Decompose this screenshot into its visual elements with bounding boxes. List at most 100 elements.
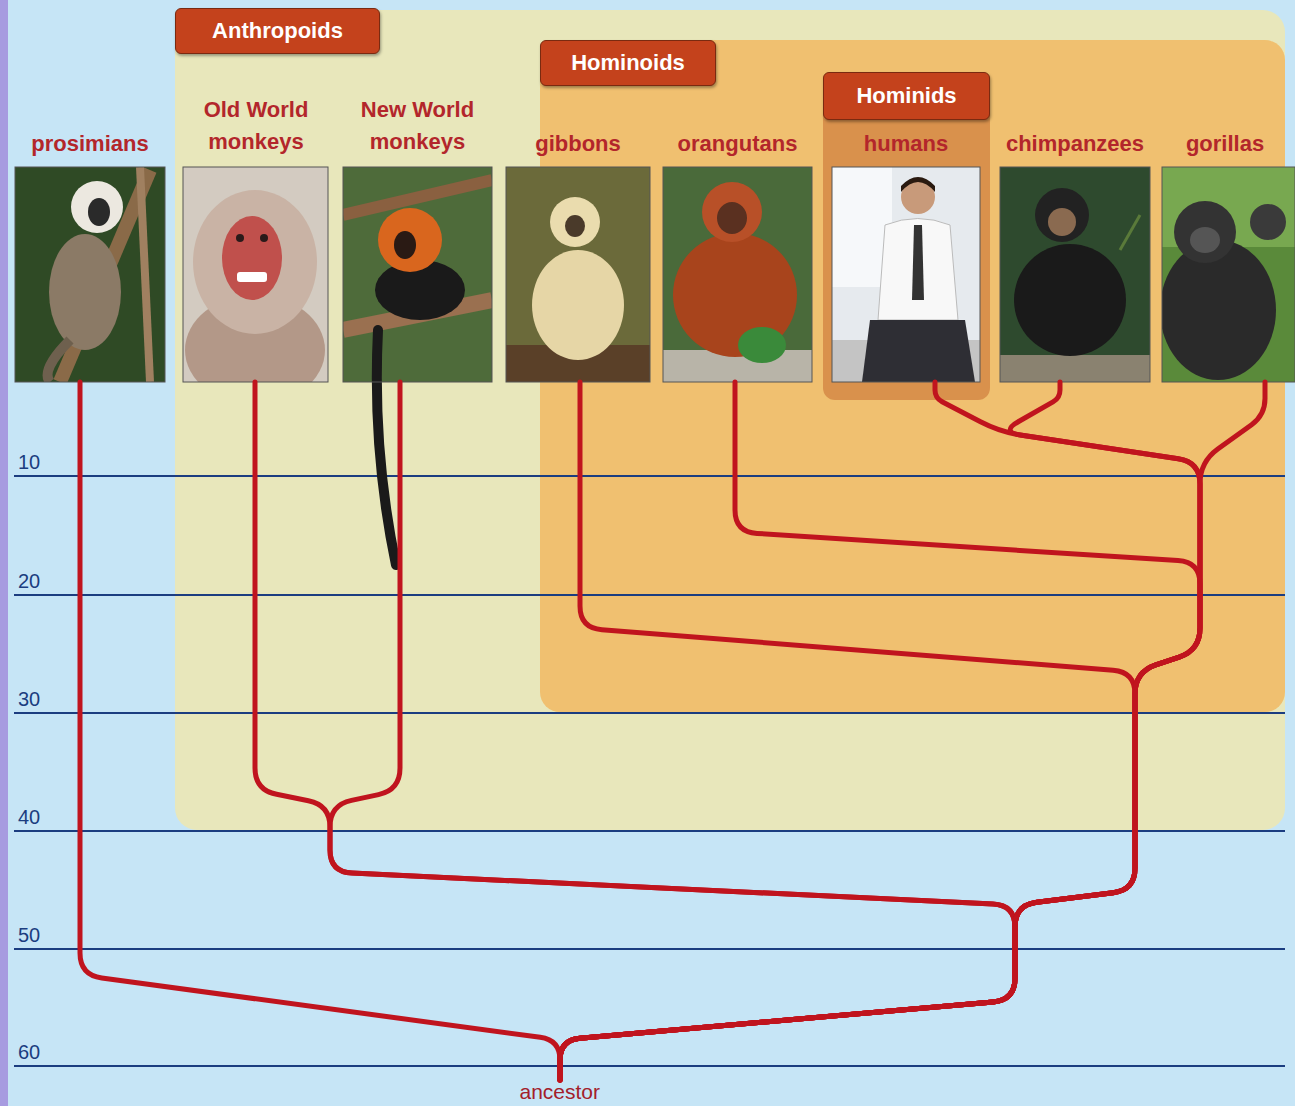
gibbon-photo-part [550, 197, 600, 247]
orangutan-photo [663, 167, 812, 382]
tree-branch [560, 382, 1200, 1080]
baboon-photo-part [237, 272, 267, 282]
human-photo-part [862, 320, 975, 382]
human-photo-part [901, 177, 935, 192]
timeline-line [14, 476, 1285, 1066]
ancestor-node: ancestor [515, 1080, 606, 1104]
gibbon-photo-part [565, 215, 585, 237]
clade-region: AnthropoidsHominoidsHominids humans gibbon… [175, 8, 1285, 830]
prosimian-photo [15, 167, 165, 382]
species-node: gibbons [503, 128, 653, 382]
baboon-photo-part [236, 234, 244, 242]
species-label: prosimians [12, 128, 168, 160]
orangutan-photo-part [702, 182, 762, 242]
species-node: prosimians [12, 128, 168, 382]
baboon-photo [183, 167, 328, 382]
tree-branch [255, 382, 1015, 1080]
timeline-line-part [14, 830, 1285, 832]
ancestor-label: ancestor [520, 1080, 601, 1104]
photo-frame-part [1000, 167, 1150, 382]
time-scale-number: 50 [18, 924, 40, 946]
gibbon-photo [506, 167, 650, 382]
gorilla-photo [1162, 167, 1295, 382]
gorilla-photo-part [1162, 240, 1276, 380]
baboon-photo-part [260, 234, 268, 242]
tamarin-photo [343, 167, 492, 382]
tamarin-tail [377, 330, 396, 565]
baboon-photo-part [193, 190, 317, 334]
photo-frame-part [343, 167, 492, 382]
photo-frame-part [663, 167, 812, 382]
prosimian-photo-part [71, 181, 123, 233]
gorilla-photo-part [1174, 201, 1236, 263]
photo-frame-part [506, 167, 650, 382]
timeline-line-part [14, 1065, 1285, 1067]
tree-branch [560, 382, 1200, 1080]
baboon-photo-part [222, 216, 282, 300]
photo-frame-part [832, 167, 980, 382]
chimpanzee-photo-part [1048, 208, 1076, 236]
chimpanzee-photo-part [1035, 188, 1089, 242]
human-photo-part [912, 225, 924, 300]
human-photo-part [832, 167, 980, 382]
species-label: humans [832, 128, 980, 160]
orangutan-photo-part [738, 327, 786, 363]
species-label: chimpanzees [997, 128, 1153, 160]
chimpanzee-photo-part [1120, 215, 1140, 250]
chimpanzee-photo-part [1000, 355, 1150, 382]
species-node: Old World monkeys [180, 94, 332, 382]
species-label: New World monkeys [340, 94, 495, 158]
timeline-line-part [14, 712, 1285, 714]
tamarin-photo-part [394, 231, 416, 259]
photo-frame [183, 167, 1295, 382]
prosimian-photo-part [48, 340, 71, 382]
photo-frame-part [1162, 167, 1295, 382]
time-scale-number: 20 [18, 570, 40, 592]
chimpanzee-photo [1000, 167, 1150, 382]
clade-tab-label: Anthropoids [175, 8, 380, 54]
gorilla-photo-part [1190, 227, 1220, 253]
species-node: orangutans [660, 128, 815, 382]
clade-tab-label: Hominids [823, 72, 990, 120]
gibbon-photo-part [506, 167, 650, 382]
timeline-line-part [14, 948, 1285, 950]
chimpanzee-photo-part [1000, 167, 1150, 382]
orangutan-photo-part [717, 202, 747, 234]
chimpanzee-photo-part [1014, 244, 1126, 356]
prosimian-photo-part [140, 167, 150, 382]
timeline-line-part [14, 475, 1285, 477]
tree-branch [560, 382, 1135, 1080]
prosimian-photo-part [88, 198, 110, 226]
clade-region-fill-part [175, 10, 1285, 830]
clade-region: Hominids humans [823, 72, 990, 400]
species-node: New World monkeys [340, 94, 495, 382]
clade-tab-label: Hominoids [540, 40, 716, 86]
species-node: humans [832, 128, 980, 382]
tree-branch [560, 382, 1200, 1080]
species-node: gorillas [1160, 128, 1290, 382]
tree-branch [80, 382, 560, 1080]
human-photo [832, 167, 980, 382]
clade-region-fill-part [823, 72, 990, 400]
clade-region: HominoidsHominidshumansgibbonsorangutans… [540, 40, 1285, 712]
species-label: gibbons [503, 128, 653, 160]
photo-frame [15, 167, 165, 382]
gorilla-photo-part [1250, 204, 1286, 240]
tree-branch [330, 382, 1015, 1080]
time-scale-number: 60 [18, 1041, 40, 1063]
species-label: Old World monkeys [180, 94, 332, 158]
clade-region-fill-part [0, 0, 8, 1106]
photo-frame-part [183, 167, 328, 382]
species-label: orangutans [660, 128, 815, 160]
time-scale-number: 30 [18, 688, 40, 710]
prosimian-photo-part [49, 234, 121, 350]
tamarin-photo-part [343, 167, 492, 382]
timeline-line-part [14, 594, 1285, 596]
time-scale-number: 40 [18, 806, 40, 828]
tree-branch [560, 382, 1265, 1080]
species-node: chimpanzees [997, 128, 1153, 382]
